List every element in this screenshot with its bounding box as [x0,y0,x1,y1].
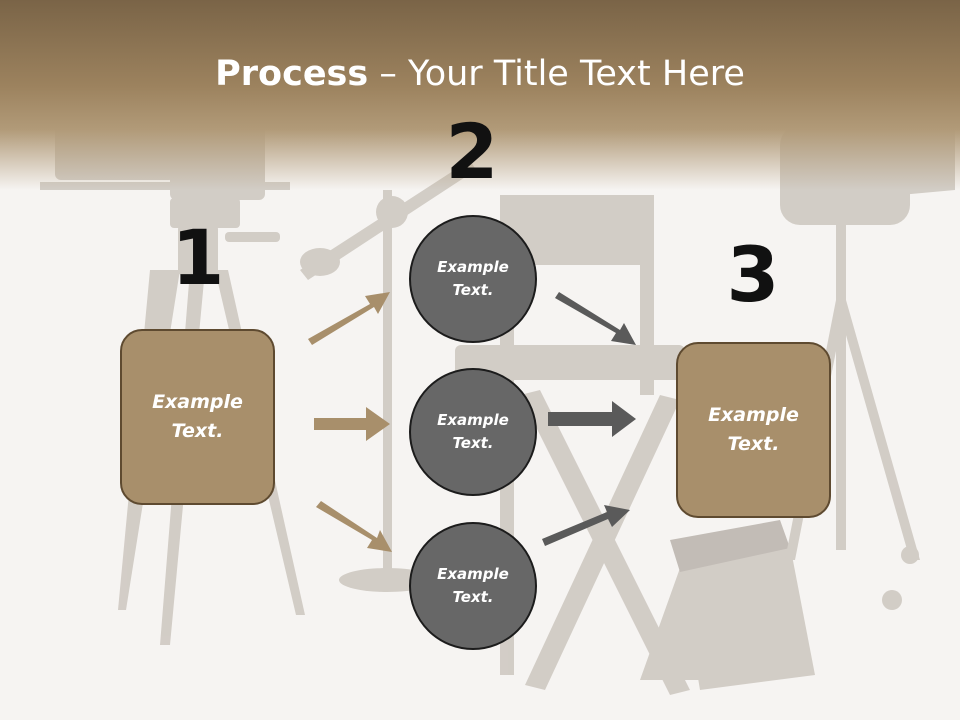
arrow-middle-to-3 [548,401,636,437]
title-banner [0,0,960,190]
circle-top-text-line-2: Text. [452,281,494,299]
clapperboard [680,545,815,690]
arrow-1-to-bottom [316,501,392,552]
directors-chair-back [500,195,650,265]
step-2-circle-top[interactable]: Example Text. [409,215,537,343]
arrow-bottom-to-3 [542,505,630,546]
title-separator: – [368,54,408,94]
arrow-1-to-middle [314,407,390,441]
circle-top-text-line-1: Example [437,258,509,276]
step-1-text-line-1: Example [152,391,243,413]
light-stand-pole [836,220,846,550]
step-2-circle-middle[interactable]: Example Text. [409,368,537,496]
title-bold-part: Process [215,54,369,94]
step-3-box[interactable]: Example Text. [676,342,831,518]
step-1-text-line-2: Text. [171,420,224,442]
step-3-text-line-1: Example [708,404,799,426]
directors-chair-seat [455,345,685,380]
step-1-number: 1 [171,213,225,302]
circle-bottom-text-line-2: Text. [452,588,494,606]
slide-title: Process – Your Title Text Here [0,52,960,96]
arrow-1-to-top [308,292,390,345]
step-1-box[interactable]: Example Text. [120,329,275,505]
circle-middle-text-line-1: Example [437,411,509,429]
circle-middle-text-line-2: Text. [452,434,494,452]
arrow-top-to-3 [555,292,636,345]
mic-stand-pole [383,190,392,590]
circle-bottom-text-line-1: Example [437,565,509,583]
title-rest: Your Title Text Here [407,54,745,94]
step-3-text-line-2: Text. [727,433,780,455]
step-2-circle-bottom[interactable]: Example Text. [409,522,537,650]
step-3-number: 3 [726,230,780,319]
step-2-number: 2 [445,107,499,196]
